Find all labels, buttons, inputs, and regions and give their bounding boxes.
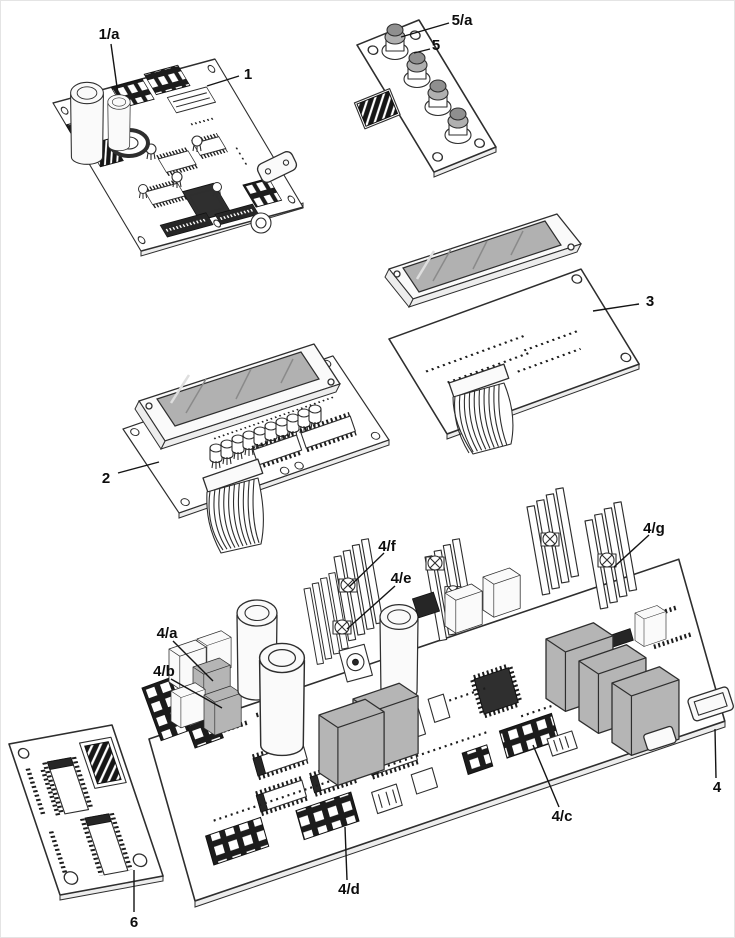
leader-5a [400,22,450,38]
smd-pad-row [523,329,580,352]
leader-4g [613,534,650,568]
to220-with-washer [338,643,373,683]
callout-1a: 1/a [99,26,121,43]
callout-6: 6 [130,914,138,931]
callout-4: 4 [713,779,722,796]
callout-2: 2 [102,470,110,487]
ribbon-cable [202,458,264,554]
board-5-connector [353,88,401,130]
dip-ic [42,756,133,876]
leader-1a [110,43,119,95]
callout-4c: 4/c [552,808,573,825]
callout-5a: 5/a [452,12,474,29]
leader-4b [170,678,223,709]
relay-cluster-4a-4b [168,630,242,736]
leader-4f [348,552,385,588]
board-1-header-grid [143,64,191,96]
board-1-capacitor-large [70,81,104,165]
lcd-module [134,343,341,451]
transistor [540,531,560,547]
callout-4a: 4/a [157,625,179,642]
callout-4g: 4/g [643,520,665,537]
relay-4b [203,685,242,736]
leader-4c [532,744,560,808]
ribbon-cable [448,363,514,455]
leader-3 [592,303,640,312]
leader-1 [206,75,240,87]
capacitor-1a [107,94,131,152]
leader-4 [714,728,717,779]
callout-leaders [110,22,717,912]
transistor [425,555,445,571]
leader-5 [413,48,431,54]
front-connector [461,744,494,776]
lcd-module [384,213,582,308]
transistor [597,552,617,568]
board-1-cap-small [250,212,272,234]
front-connector [205,816,270,866]
lcd-glass [402,220,562,293]
board-4-top-connectors [411,567,667,647]
dip-ic [299,412,357,453]
board-1-grid [242,177,283,208]
capacitor-large [258,642,306,757]
dip-ic [251,431,304,470]
leader-4d [344,826,348,881]
leader-4e [346,585,396,630]
board-1-dsub-connector [256,151,298,183]
board-1-mcu [181,182,232,221]
leader-2 [117,461,160,474]
callout-4d: 4/d [338,881,360,898]
qfp-ic [470,663,523,719]
smd-pad-row [517,347,582,373]
front-connector-4c [498,712,560,759]
front-connector-4d [295,791,360,841]
board-4-bottom-connectors [546,686,734,757]
leader-4a [172,640,214,682]
callout-3: 3 [646,293,654,310]
callout-4b: 4/b [153,663,175,680]
callout-4e: 4/e [391,570,412,587]
board-6 [8,724,164,896]
callout-1: 1 [244,66,252,83]
lcd-glass [156,351,320,427]
callout-4f: 4/f [378,538,397,555]
board-6-connector [78,736,127,789]
callout-5: 5 [432,37,440,54]
transistor-4f [338,577,358,593]
callout-labels: 1/a 1 5/a 5 2 3 4/f 4/e 4/a 4/b 4/g 4/c … [99,12,722,931]
